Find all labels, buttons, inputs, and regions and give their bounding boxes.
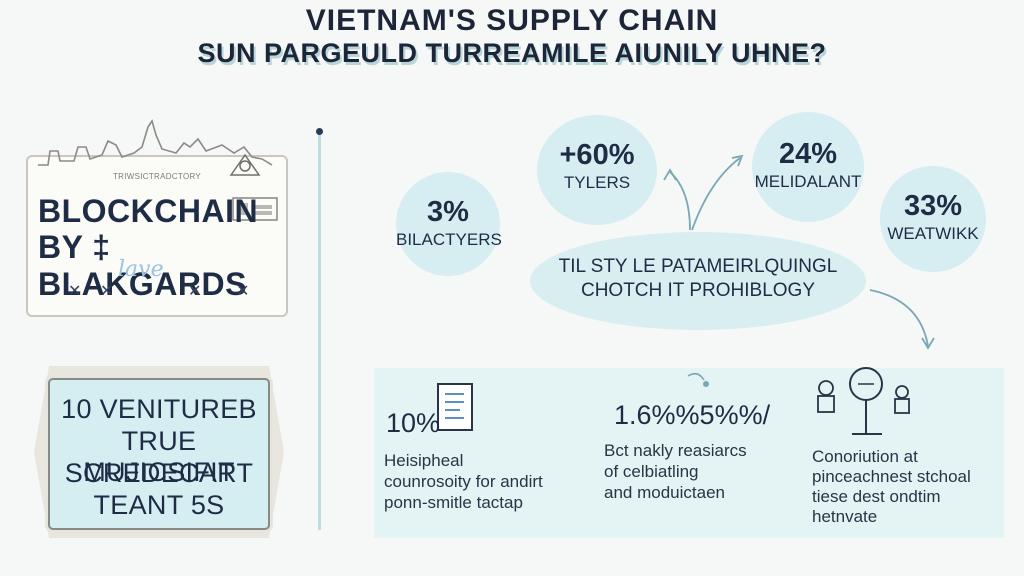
panel-col3-line3: tiese dest ondtim [812,487,941,506]
panel-col3-line2: pinceachnest stchoal [812,467,971,486]
panel-col2-value: 1.6%%5%%/ [614,400,771,430]
cross-icon: ✕ [236,283,250,300]
stat-label: BILACTYERS [396,230,502,249]
stat-circle: 33% WEATWIKK [880,166,986,272]
panel-col1-value: 10% [386,408,441,438]
vertical-divider [318,130,321,530]
panel-col1-line2: counrosoity for andirt [384,472,543,491]
panel-col3-line4: hetnvate [812,507,878,526]
oval-line2: CHOTCH IT PROHIBLOGY [580,280,815,301]
stat-label: WEATWIKK [887,224,979,243]
connector-arrows [663,154,935,350]
stat-value: 33% [903,190,963,222]
card-caption: TRIWSICTRADCTORY [112,172,202,181]
stat-label: TYLERS [563,173,631,192]
ventures-line3: SCREDECART [64,458,254,488]
cross-icon: ✕ [100,283,114,300]
blockchain-title-line1: BLOCKCHAIN [38,193,259,229]
panel-col1-line1: Heisipheal [384,451,464,470]
blockchain-script-text: lave [118,257,164,282]
ventures-line4: TEANT 5S [93,490,225,520]
blockchain-card: TRIWSICTRADCTORY BLOCKCHAIN BY ‡ BLAKGAR… [26,119,288,317]
page-subtitle-shadow: SUN PARGEULD TURREAMILE AIUNILY UHNE? [199,41,829,71]
page-subtitle: SUN PARGEULD TURREAMILE AIUNILY UHNE? [197,38,827,68]
stat-value: +60% [559,139,635,171]
oval-line1: TIL STY LE PATAMEIRLQUINGL [558,256,838,277]
stat-circle: +60% TYLERS [537,115,657,225]
mountain-emblem-icon [229,153,261,176]
stat-circle: 3% BILACTYERS [396,172,502,276]
panel-col3-line1: Conoriution at [812,447,918,466]
people-network-icon [817,367,910,435]
ventures-card: 10 VENITUREB TRUE MUJICSIFIT SCREDECART … [48,378,270,530]
panel-col1-line3: ponn-smitle tactap [384,493,523,512]
panel-col2-line3: and moduictaen [604,483,725,502]
sparkle-icon [687,372,709,387]
panel-col2-line2: of celbiatling [604,462,699,481]
center-oval: TIL STY LE PATAMEIRLQUINGL CHOTCH IT PRO… [530,232,866,330]
ventures-line2: TRUE MUJICSIFIT [83,426,235,487]
stat-label: MELIDALANT [754,172,862,191]
cross-icon: ✕ [68,283,82,300]
info-panel: 10% Heisipheal counrosoity for andirt po… [374,367,1004,538]
ventures-line1: 10 VENITUREB [61,394,257,424]
blockchain-title-line2: BY ‡ BLAKGARDS [38,229,247,302]
divider-dot-top [316,128,323,135]
document-icon [437,383,473,431]
logo-badge-icon [232,197,278,221]
cross-icon: ✕ [188,283,202,300]
page-title: VIETNAM'S SUPPLY CHAIN [305,4,719,37]
stat-circle: 24% MELIDALANT [752,112,864,222]
stat-value: 24% [778,138,838,170]
skyline-icon [38,119,273,166]
panel-col2-line1: Bct nakly reasiarcs [604,441,747,460]
stat-value: 3% [427,196,469,228]
